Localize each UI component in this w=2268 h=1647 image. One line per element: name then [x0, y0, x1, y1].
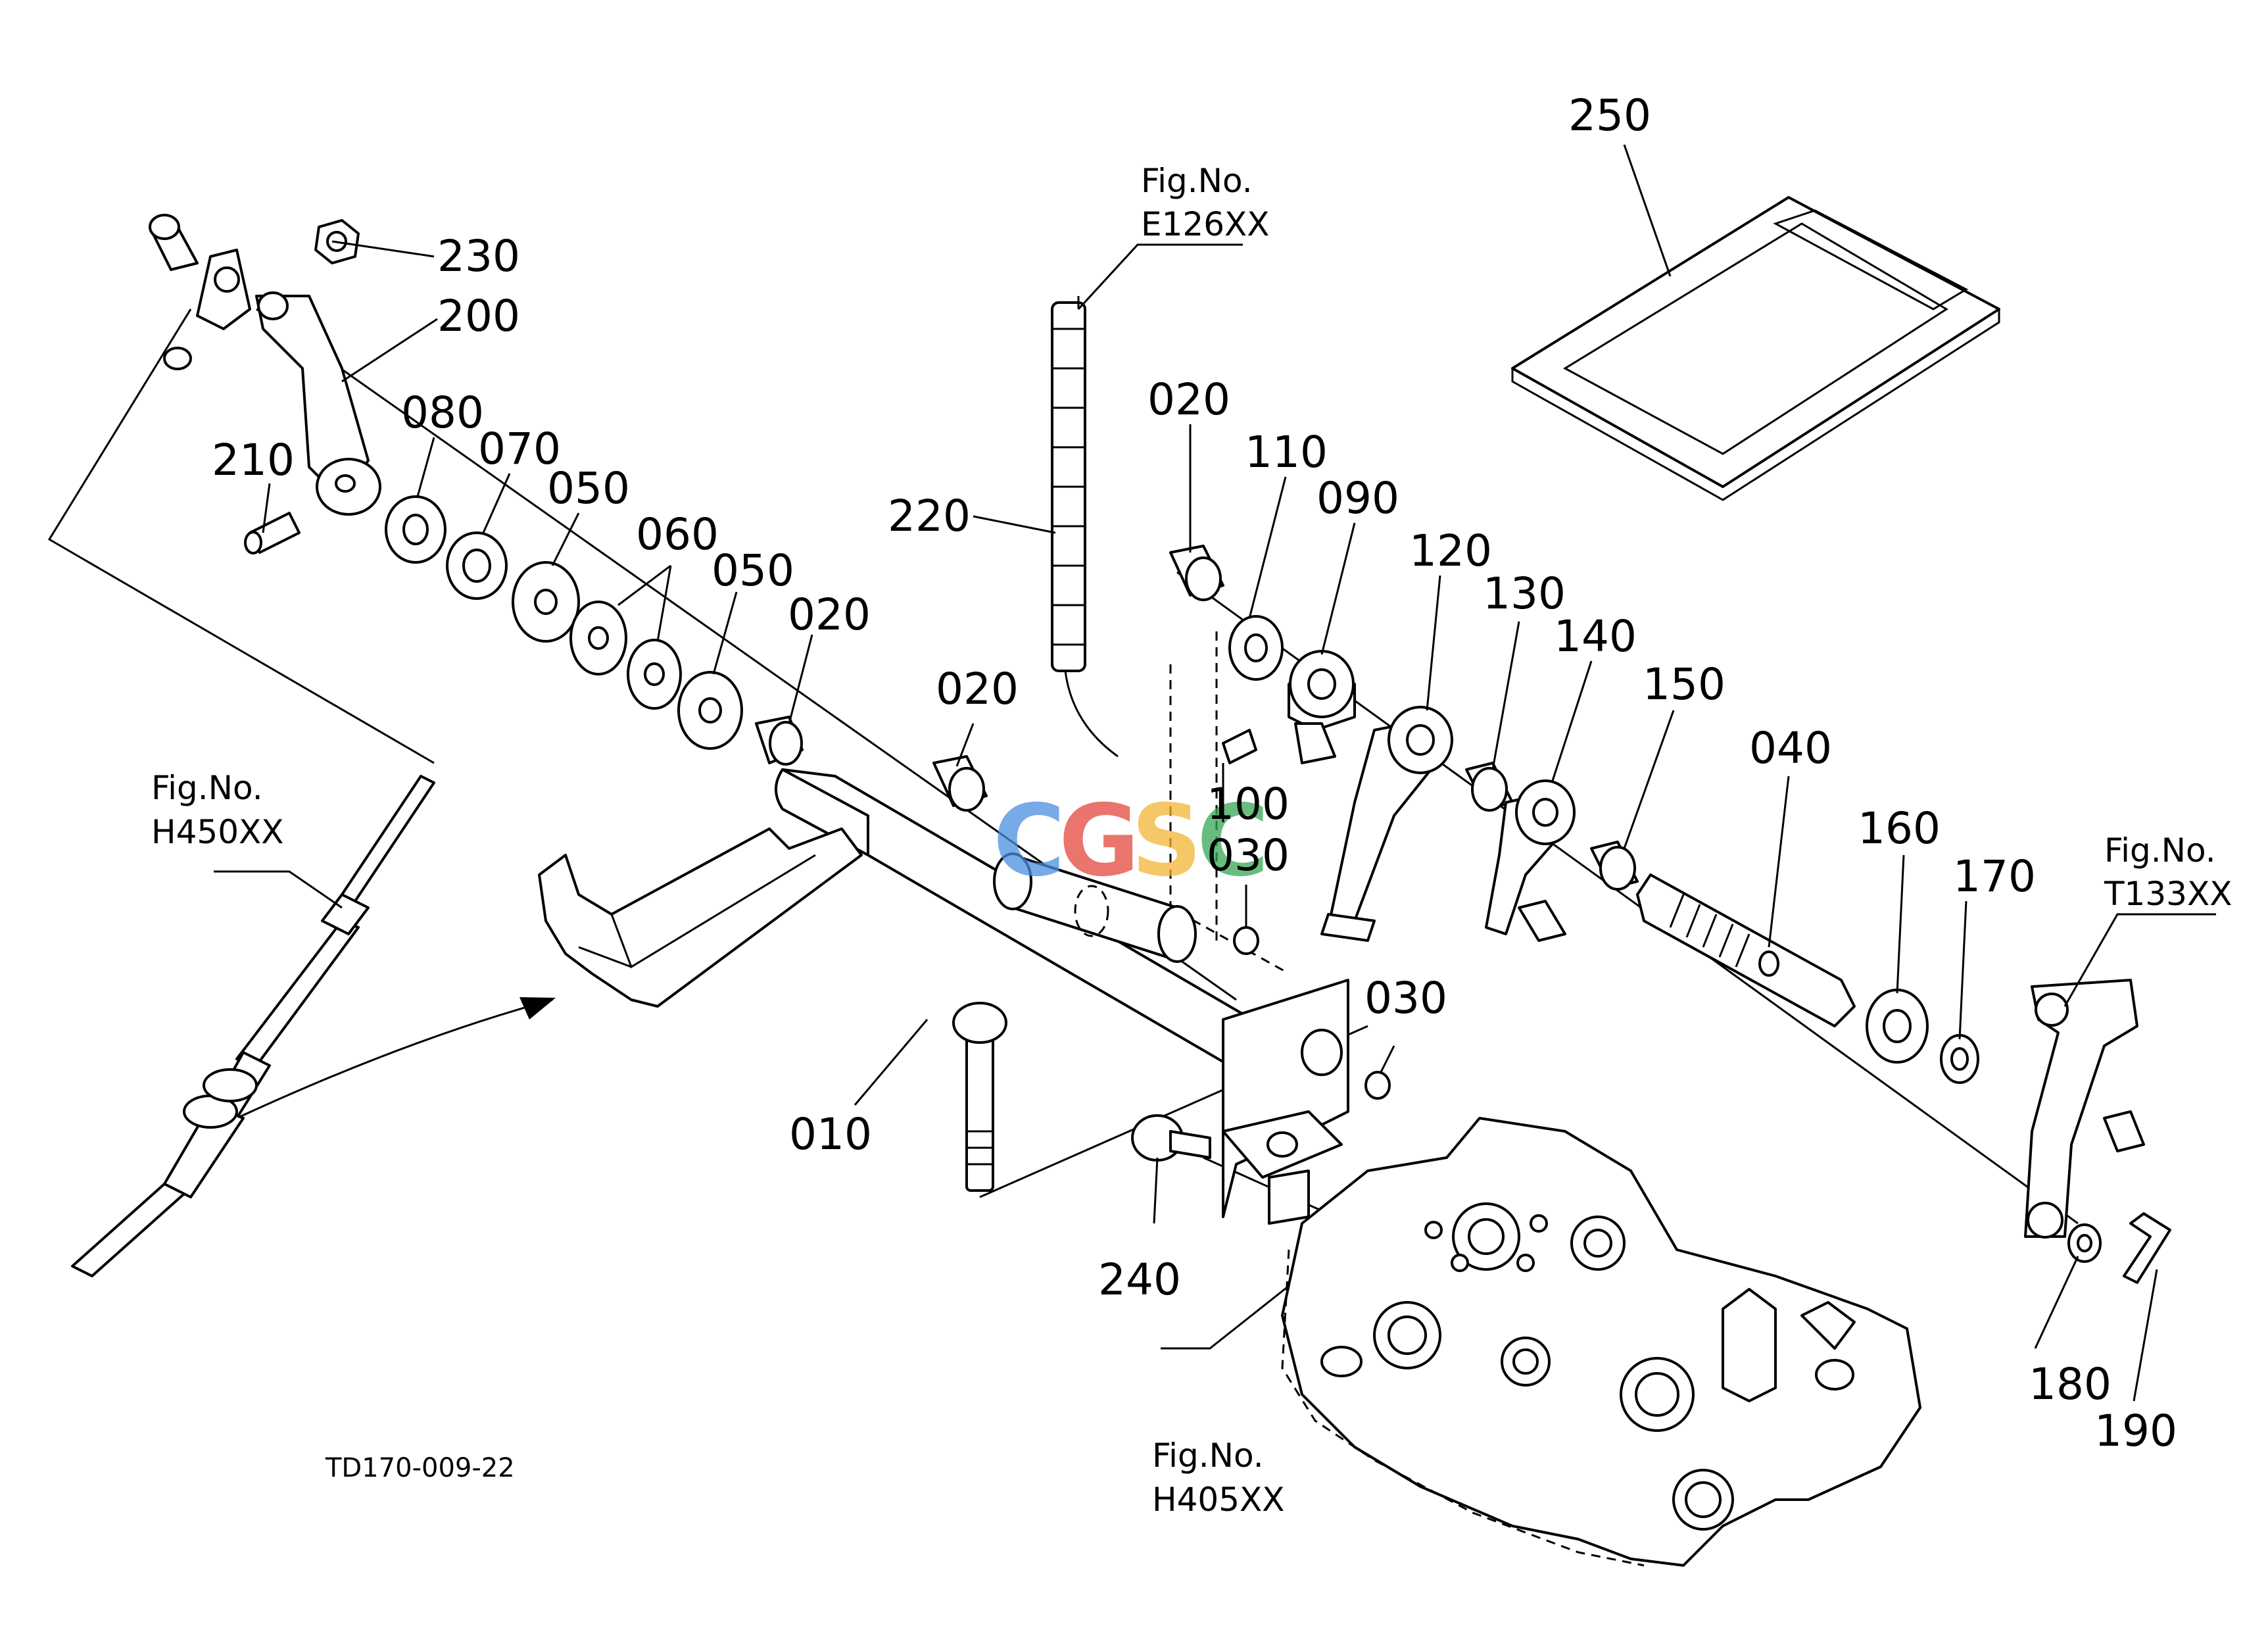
label-250: 250 [1568, 90, 1651, 141]
fig-ref-e126-line1: Fig.No. [1141, 162, 1253, 200]
right-lever-cluster [1222, 615, 1639, 942]
upper-lever-arm [255, 291, 381, 516]
label-150: 150 [1643, 659, 1725, 710]
pointer-arrowhead [519, 997, 556, 1020]
label-060: 060 [636, 509, 719, 560]
label-050-a: 050 [547, 463, 630, 514]
manual-book [1511, 196, 2000, 501]
watermark-letter-1: C [993, 784, 1065, 898]
label-030-b: 030 [1364, 973, 1447, 1023]
watermark-letter-3: S [1131, 784, 1202, 898]
figure-ref-h450: Fig.No. H450XX [151, 769, 284, 851]
label-230: 220 [888, 491, 971, 541]
label-020-b: 020 [936, 664, 1019, 714]
label-030-a: 030 [1207, 830, 1290, 881]
watermark-letter-4: C [1197, 784, 1269, 898]
valve-housing [1281, 1117, 1921, 1567]
watermark: C G S C [993, 784, 1269, 898]
linkage-rod-end [149, 214, 251, 370]
label-240: 230 [437, 231, 520, 282]
label-220: 240 [1098, 1254, 1181, 1305]
watermark-letter-2: G [1059, 784, 1140, 898]
leader-lines [214, 144, 2216, 1402]
part-labels: 230 200 210 080 070 050 060 050 020 020 … [212, 90, 2177, 1456]
label-110: 110 [1245, 427, 1328, 478]
label-140: 140 [1554, 611, 1637, 662]
label-020-a: 020 [788, 589, 871, 640]
fig-ref-e126-line2: E126XX [1141, 205, 1270, 243]
spring-shaft [1636, 873, 1856, 1027]
snap-ring-170 [1940, 1034, 1979, 1084]
figure-ref-h405: Fig.No. H405XX [1152, 1437, 1285, 1519]
fig-ref-h450-line2: H450XX [151, 813, 284, 851]
label-130: 130 [1483, 568, 1566, 619]
main-shaft [775, 768, 1310, 1113]
pin-210 [244, 512, 301, 554]
label-080: 080 [401, 387, 484, 438]
fork-bracket [538, 827, 863, 1008]
washer-stack [385, 495, 804, 766]
mount-bracket [1222, 979, 1349, 1225]
fig-ref-h405-line2: H405XX [1152, 1481, 1285, 1519]
label-050-b: 050 [712, 545, 794, 596]
figure-ref-t133: Fig.No. T133XX [2104, 831, 2232, 913]
fig-ref-h450-line1: Fig.No. [151, 769, 263, 807]
pointer-arrow [236, 998, 553, 1119]
label-190: 190 [2094, 1406, 2177, 1456]
fig-ref-t133-line2: T133XX [2104, 875, 2232, 913]
far-right-lever [2024, 979, 2171, 1284]
label-040: 040 [1749, 723, 1832, 774]
bolt-220 [1131, 1114, 1211, 1162]
label-120: 120 [1409, 526, 1492, 576]
label-180: 180 [2029, 1359, 2111, 1410]
label-170: 170 [1953, 851, 2036, 902]
label-160: 160 [1858, 803, 1941, 854]
spring-rod [1051, 296, 1119, 758]
label-020-c: 020 [1147, 374, 1230, 425]
fig-ref-h405-line1: Fig.No. [1152, 1437, 1264, 1475]
control-cable [71, 775, 435, 1277]
label-010: 010 [789, 1109, 872, 1160]
bushings [932, 545, 1391, 1100]
label-210: 210 [212, 435, 295, 485]
figure-ref-e126: Fig.No. E126XX [1141, 162, 1270, 243]
drawing-code: TD170-009-22 [325, 1453, 515, 1483]
fig-ref-t133-line1: Fig.No. [2104, 831, 2216, 870]
long-bolt [952, 1002, 1007, 1192]
label-200: 200 [437, 291, 520, 341]
label-070: 070 [478, 424, 561, 474]
washer-160 [1866, 989, 1929, 1064]
label-100: 100 [1207, 779, 1290, 829]
label-090: 090 [1316, 473, 1399, 524]
